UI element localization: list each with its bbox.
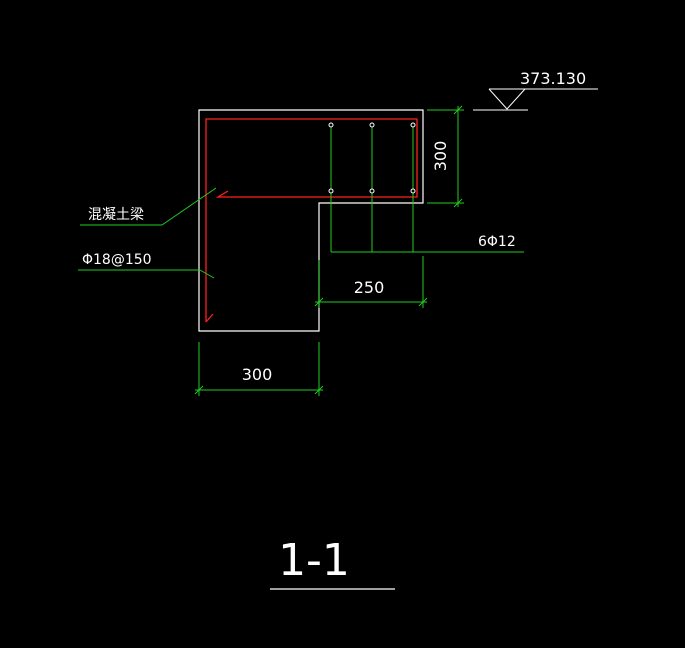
rebar-dot <box>369 188 375 194</box>
material-leader <box>80 187 217 226</box>
rebar-dots <box>328 122 416 194</box>
elevation-label: 373.130 <box>520 69 586 88</box>
elevation-marker <box>473 88 598 111</box>
rebar-dot <box>410 122 416 128</box>
rebar-top-label: 6Φ12 <box>478 234 516 250</box>
dim-bottom-width <box>194 342 324 396</box>
dim-bottom-label: 300 <box>242 365 273 384</box>
material-label: 混凝土梁 <box>88 207 144 223</box>
rebar-dot <box>328 122 334 128</box>
rebar-dot <box>369 122 375 128</box>
rebar-dot <box>410 188 416 194</box>
stirrup-leader <box>78 269 215 279</box>
section-outline <box>198 109 424 332</box>
dim-right-label: 300 <box>431 141 450 172</box>
rebar-dot <box>328 188 334 194</box>
stirrup-hook-bottom <box>205 313 214 323</box>
dim-step-label: 250 <box>354 278 385 297</box>
section-title: 1-1 <box>278 535 350 586</box>
dim-step-width <box>314 256 428 308</box>
dim-right-vertical <box>427 105 464 208</box>
stirrup-label: Φ18@150 <box>82 252 152 268</box>
stirrup-bar <box>205 118 418 322</box>
